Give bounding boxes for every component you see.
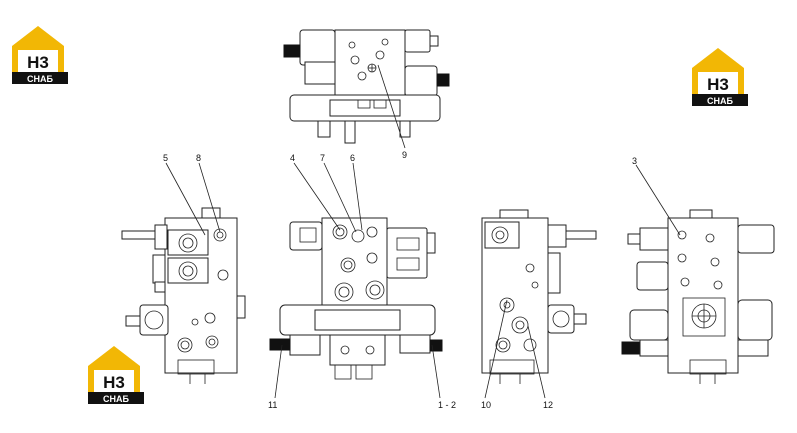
logo-top-left: H3 СНАБ bbox=[12, 26, 68, 84]
callout-6: 6 bbox=[350, 153, 355, 163]
logo-bottom-text: СНАБ bbox=[707, 96, 733, 106]
callout-10: 10 bbox=[481, 400, 491, 410]
callout-9: 9 bbox=[402, 150, 407, 160]
logo-bottom-text: СНАБ bbox=[103, 394, 129, 404]
front-view bbox=[269, 217, 443, 380]
callout-1-2: 1 - 2 bbox=[438, 400, 456, 410]
callout-12: 12 bbox=[543, 400, 553, 410]
logo-top-text: H3 bbox=[707, 75, 729, 94]
logo-top-right: H3 СНАБ bbox=[692, 48, 748, 106]
callout-4: 4 bbox=[290, 153, 295, 163]
callout-5: 5 bbox=[163, 153, 168, 163]
callout-11: 11 bbox=[268, 400, 277, 410]
leader-lines bbox=[165, 64, 681, 399]
logo-top-text: H3 bbox=[27, 53, 49, 72]
callout-labels: 5 8 4 7 6 9 3 11 1 - 2 10 12 bbox=[163, 150, 637, 410]
logo-bottom-text: СНАБ bbox=[27, 74, 53, 84]
callout-3: 3 bbox=[632, 156, 637, 166]
right-side-view bbox=[481, 209, 597, 384]
callout-8: 8 bbox=[196, 153, 201, 163]
logo-bottom-left: H3 СНАБ bbox=[88, 346, 144, 404]
rear-view bbox=[621, 209, 775, 384]
left-side-view bbox=[121, 207, 246, 384]
callout-7: 7 bbox=[320, 153, 325, 163]
top-view bbox=[283, 29, 450, 144]
logo-top-text: H3 bbox=[103, 373, 125, 392]
